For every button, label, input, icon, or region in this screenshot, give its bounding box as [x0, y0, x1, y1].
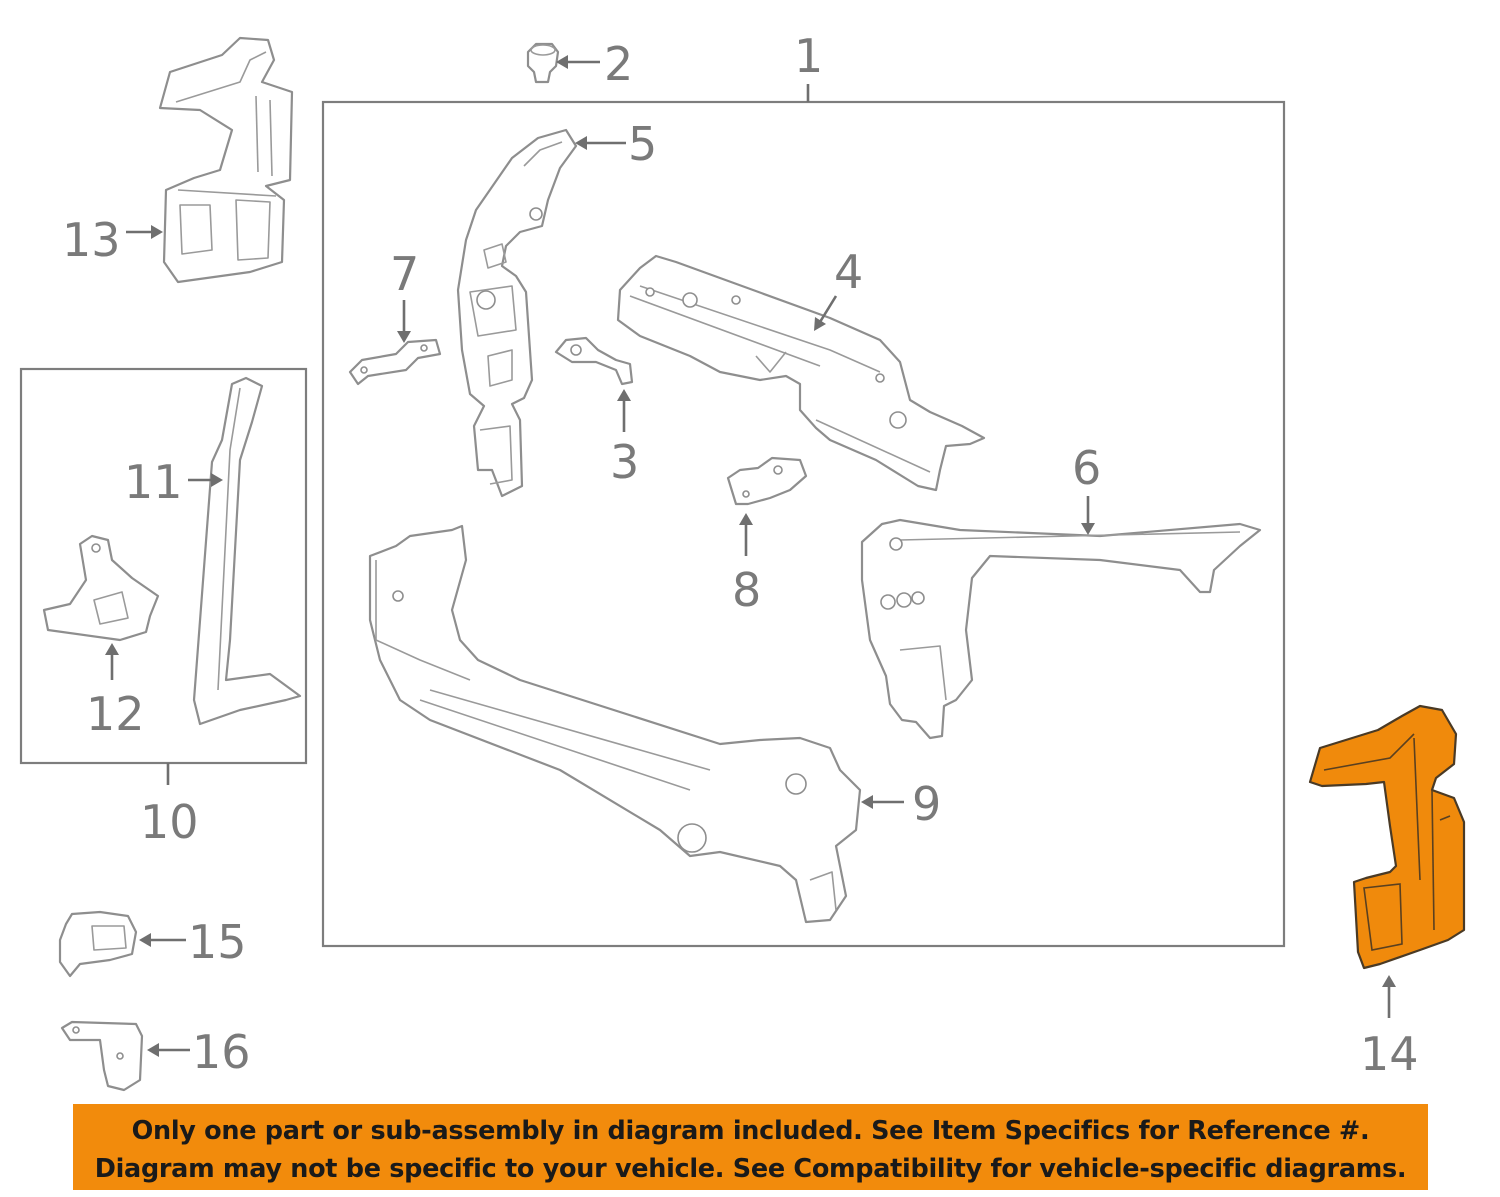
- callout-14: 14: [1360, 1027, 1419, 1081]
- callout-12: 12: [86, 687, 145, 741]
- callout-5: 5: [628, 117, 657, 171]
- part-16-bracket: [60, 1020, 144, 1092]
- part-12-bracket: [42, 534, 160, 642]
- callout-2: 2: [604, 37, 633, 91]
- callout-6: 6: [1072, 441, 1101, 495]
- callout-1: 1: [794, 29, 823, 83]
- callout-15: 15: [188, 915, 247, 969]
- disclaimer-banner: Only one part or sub-assembly in diagram…: [73, 1104, 1428, 1190]
- disclaimer-line-1: Only one part or sub-assembly in diagram…: [131, 1116, 1370, 1146]
- callout-10: 10: [140, 795, 199, 849]
- callout-8: 8: [732, 563, 761, 617]
- part-5-support-side: [456, 128, 578, 498]
- callout-9: 9: [912, 777, 941, 831]
- part-7-bracket: [348, 338, 442, 386]
- callout-13: 13: [62, 213, 121, 267]
- leader-lines: [105, 55, 1396, 1057]
- callout-4: 4: [834, 245, 863, 299]
- assembly-box-10: [19, 367, 308, 765]
- assembly-box-1: [321, 100, 1286, 948]
- part-2-clip: [526, 42, 560, 84]
- callout-11: 11: [124, 455, 183, 509]
- callout-7: 7: [390, 247, 419, 301]
- parts-diagram: 1 2 3 4 5 6 7 8 9 10 11 12 13 14 15 16: [19, 29, 1466, 1092]
- disclaimer-line-2: Diagram may not be specific to your vehi…: [94, 1154, 1407, 1184]
- callout-3: 3: [610, 435, 639, 489]
- part-13-splash-shield: [158, 36, 294, 284]
- part-6-upper-support: [860, 518, 1262, 740]
- part-14-splash-shield-highlighted: [1308, 704, 1466, 970]
- part-3-bracket: [554, 336, 634, 386]
- part-11-brace: [192, 376, 302, 726]
- part-9-lower-support: [368, 524, 862, 924]
- callout-16: 16: [192, 1025, 251, 1079]
- part-8-bracket: [726, 456, 808, 506]
- part-4-lock-support: [616, 254, 986, 492]
- part-15-connector: [58, 910, 138, 978]
